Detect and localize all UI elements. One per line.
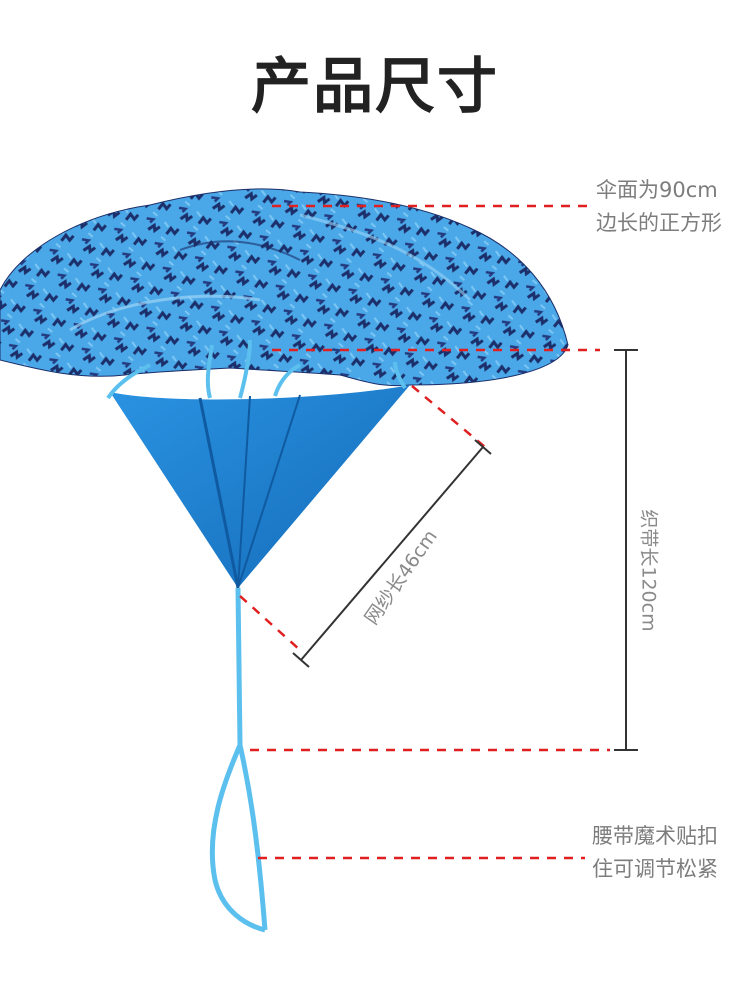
mesh-cone [110, 385, 410, 589]
canopy-size-annotation: 伞面为90cm 边长的正方形 [596, 174, 722, 240]
mesh-bottom-guide [239, 595, 301, 651]
measure-lines [292, 349, 638, 751]
mesh-measure-line [300, 446, 484, 661]
canopy-annotation-line2: 边长的正方形 [596, 211, 722, 235]
belt-annotation: 腰带魔术贴扣 住可调节松紧 [592, 820, 718, 886]
page-title: 产品尺寸 [251, 52, 499, 122]
canopy-annotation-line1: 伞面为90cm [596, 178, 718, 202]
guide-lines [239, 204, 610, 860]
belt-annotation-line1: 腰带魔术贴扣 [592, 824, 718, 848]
suspension-lines [106, 339, 407, 400]
strap [209, 587, 268, 933]
mesh-top-guide [411, 385, 486, 448]
strap-length-label: 织带长120cm [637, 509, 660, 632]
canopy [0, 188, 569, 387]
belt-annotation-line2: 住可调节松紧 [592, 857, 718, 881]
